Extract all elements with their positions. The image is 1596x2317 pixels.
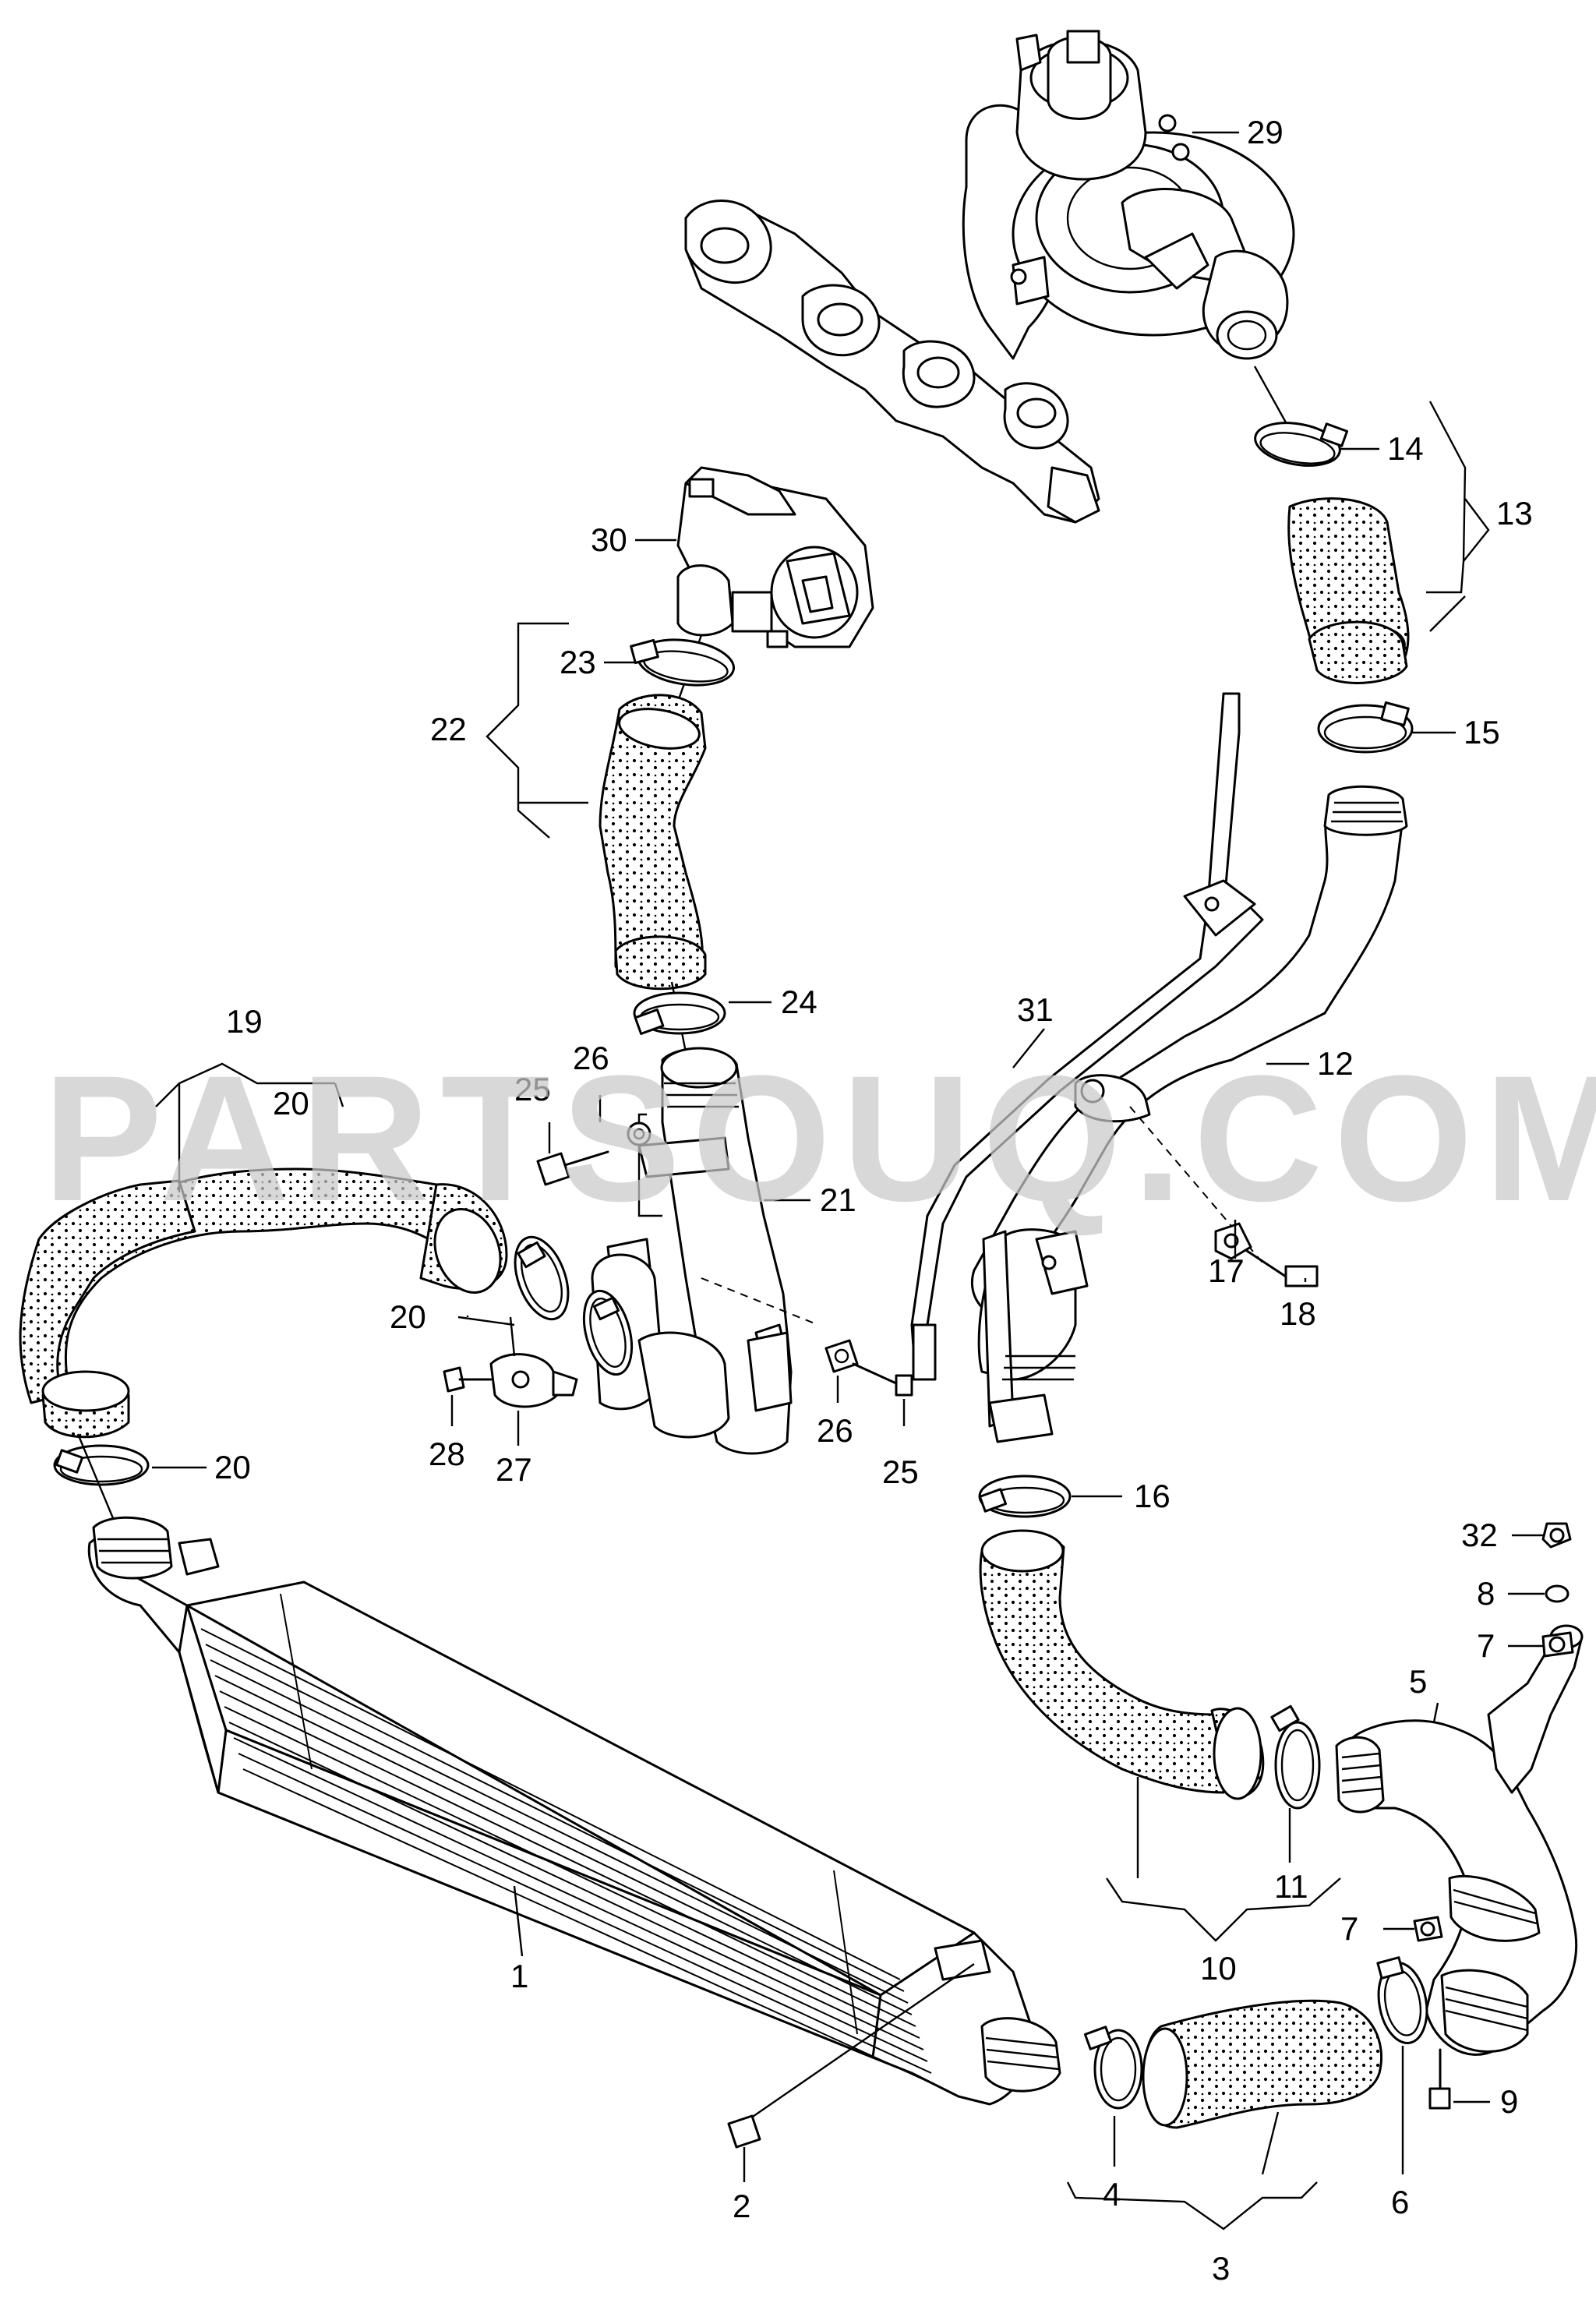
charge-hose-19: 20 20 — [19, 1167, 634, 1528]
hose-10: 16 11 10 — [978, 1475, 1341, 1987]
callout-label-14: 14 — [1387, 430, 1424, 467]
callout-29: 29 — [1192, 114, 1284, 150]
callout-label-32: 32 — [1461, 1517, 1498, 1553]
callout-label-4: 4 — [1103, 2176, 1121, 2213]
callout-label-2: 2 — [733, 2188, 750, 2224]
callout-label-30: 30 — [591, 521, 627, 558]
fasteners-7-8-32: 32 8 7 7 9 — [1340, 1517, 1574, 2120]
outlet-hose-3: 4 3 — [1066, 1999, 1383, 2287]
callout-label-11: 11 — [1274, 1868, 1308, 1905]
callout-15: 15 — [1412, 714, 1500, 751]
callout-label-16: 16 — [1134, 1478, 1171, 1514]
callout-label-12: 12 — [1317, 1045, 1354, 1082]
sensor-27-bolt-28: 28 27 — [429, 1353, 578, 1488]
bracket-22: 22 — [430, 622, 588, 839]
vent-pipe-31: 31 — [910, 692, 1264, 1381]
callout-label-18: 18 — [1280, 1295, 1316, 1332]
callout-label-5: 5 — [1409, 1663, 1427, 1700]
callout-label-24: 24 — [781, 984, 817, 1020]
callout-label-7-lower: 7 — [1340, 1910, 1358, 1947]
turbocharger-assembly — [684, 30, 1295, 524]
callout-label-26-upper: 26 — [573, 1040, 609, 1076]
watermark: PARTSOUQ.COM — [43, 1038, 1596, 1238]
screw-2: 2 — [727, 1963, 975, 2224]
bracket-19: 19 20 — [155, 1003, 344, 1192]
pipe-5: 5 — [1335, 1624, 1584, 2056]
callout-label-13: 13 — [1496, 495, 1533, 532]
callout-label-20-lower: 20 — [214, 1449, 251, 1485]
callout-label-31: 31 — [1017, 991, 1054, 1028]
fasteners-25-26-upper: 25 26 — [514, 1040, 662, 1217]
callout-label-20-upper: 20 — [273, 1085, 309, 1121]
throttle-body-30: 30 — [591, 466, 874, 648]
intercooler-hose-13 — [1253, 366, 1414, 754]
callout-label-27: 27 — [496, 1451, 532, 1488]
fastener-17-18: 17 18 — [1129, 1106, 1319, 1332]
intercooler-1: 1 — [87, 1516, 1061, 2106]
callout-label-6: 6 — [1391, 2184, 1409, 2220]
bracket-13: 13 — [1426, 401, 1533, 632]
callout-label-7-upper: 7 — [1477, 1627, 1495, 1664]
callout-label-19: 19 — [226, 1003, 263, 1040]
intake-hose-22: 23 24 — [560, 634, 817, 1053]
callout-label-29: 29 — [1247, 114, 1284, 150]
intercooler-fins — [200, 1593, 936, 2086]
callout-label-20-middle: 20 — [390, 1298, 426, 1335]
charge-pipe-12 — [970, 785, 1408, 1443]
fasteners-25-26-lower: 26 25 — [817, 1339, 919, 1490]
callout-label-28: 28 — [429, 1436, 465, 1472]
callout-label-26-lower: 26 — [817, 1412, 853, 1449]
callout-label-15: 15 — [1464, 714, 1500, 751]
callout-label-3: 3 — [1212, 2250, 1230, 2287]
clamp-6: 6 — [1376, 1956, 1428, 2220]
callout-label-21: 21 — [820, 1181, 856, 1218]
callout-label-8: 8 — [1477, 1575, 1495, 1612]
callout-label-9: 9 — [1500, 2083, 1518, 2120]
callout-label-25-upper: 25 — [514, 1071, 551, 1107]
callout-label-22: 22 — [430, 711, 467, 747]
callout-label-23: 23 — [560, 644, 596, 680]
callout-12: 12 — [1266, 1045, 1354, 1082]
callout-label-25-lower: 25 — [882, 1453, 919, 1490]
callout-14: 14 — [1340, 430, 1424, 467]
callout-label-10: 10 — [1200, 1950, 1237, 1987]
callout-label-17: 17 — [1208, 1252, 1245, 1289]
callout-label-1: 1 — [510, 1958, 528, 1994]
